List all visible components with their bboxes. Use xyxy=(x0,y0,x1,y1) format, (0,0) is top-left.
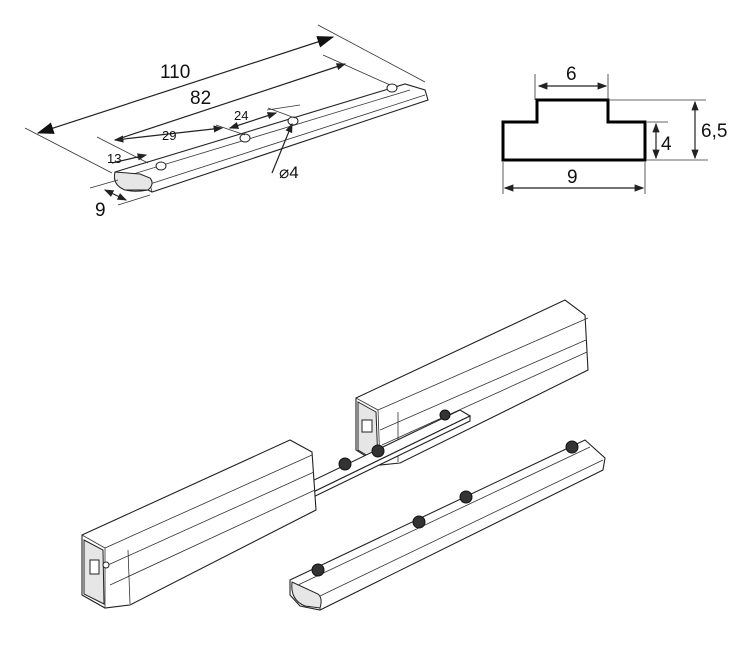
label-29: 29 xyxy=(162,128,176,143)
extrusion-right xyxy=(355,299,589,466)
nut-hole-4 xyxy=(565,440,579,454)
label-6: 6 xyxy=(566,64,577,85)
section-view: 6 9 4 6,5 xyxy=(501,64,727,194)
dim-line-13 xyxy=(111,153,148,164)
hole-4 xyxy=(386,83,398,93)
label-6-5: 6,5 xyxy=(701,121,727,142)
assembly-view xyxy=(81,299,606,611)
dim-line-9 xyxy=(103,189,128,201)
label-9-section: 9 xyxy=(567,167,578,188)
screw-4 xyxy=(439,409,451,421)
screw-3 xyxy=(371,444,385,458)
label-110: 110 xyxy=(160,62,190,83)
label-13: 13 xyxy=(107,151,121,166)
nut-hole-1 xyxy=(311,563,325,577)
label-24: 24 xyxy=(234,108,248,123)
hole-2 xyxy=(239,133,251,143)
nut-hole-2 xyxy=(412,515,426,529)
extrusion-left xyxy=(81,439,317,609)
label-82: 82 xyxy=(190,88,211,109)
label-9: 9 xyxy=(95,200,106,221)
leader-diameter xyxy=(271,122,293,174)
hole-3 xyxy=(287,116,299,126)
nut-hole-3 xyxy=(459,490,473,504)
label-4: 4 xyxy=(661,134,672,155)
hole-1 xyxy=(155,161,167,171)
dim-line-24 xyxy=(228,112,278,129)
t-profile xyxy=(501,98,647,162)
label-diameter-4: ⌀4 xyxy=(279,163,299,182)
dim-line-29 xyxy=(113,125,224,143)
loose-tnut-bar xyxy=(289,439,606,611)
screw-2 xyxy=(338,457,352,471)
iso-view: 110 82 29 24 13 9 ⌀4 xyxy=(24,24,429,221)
dim-line-110 xyxy=(36,36,335,134)
